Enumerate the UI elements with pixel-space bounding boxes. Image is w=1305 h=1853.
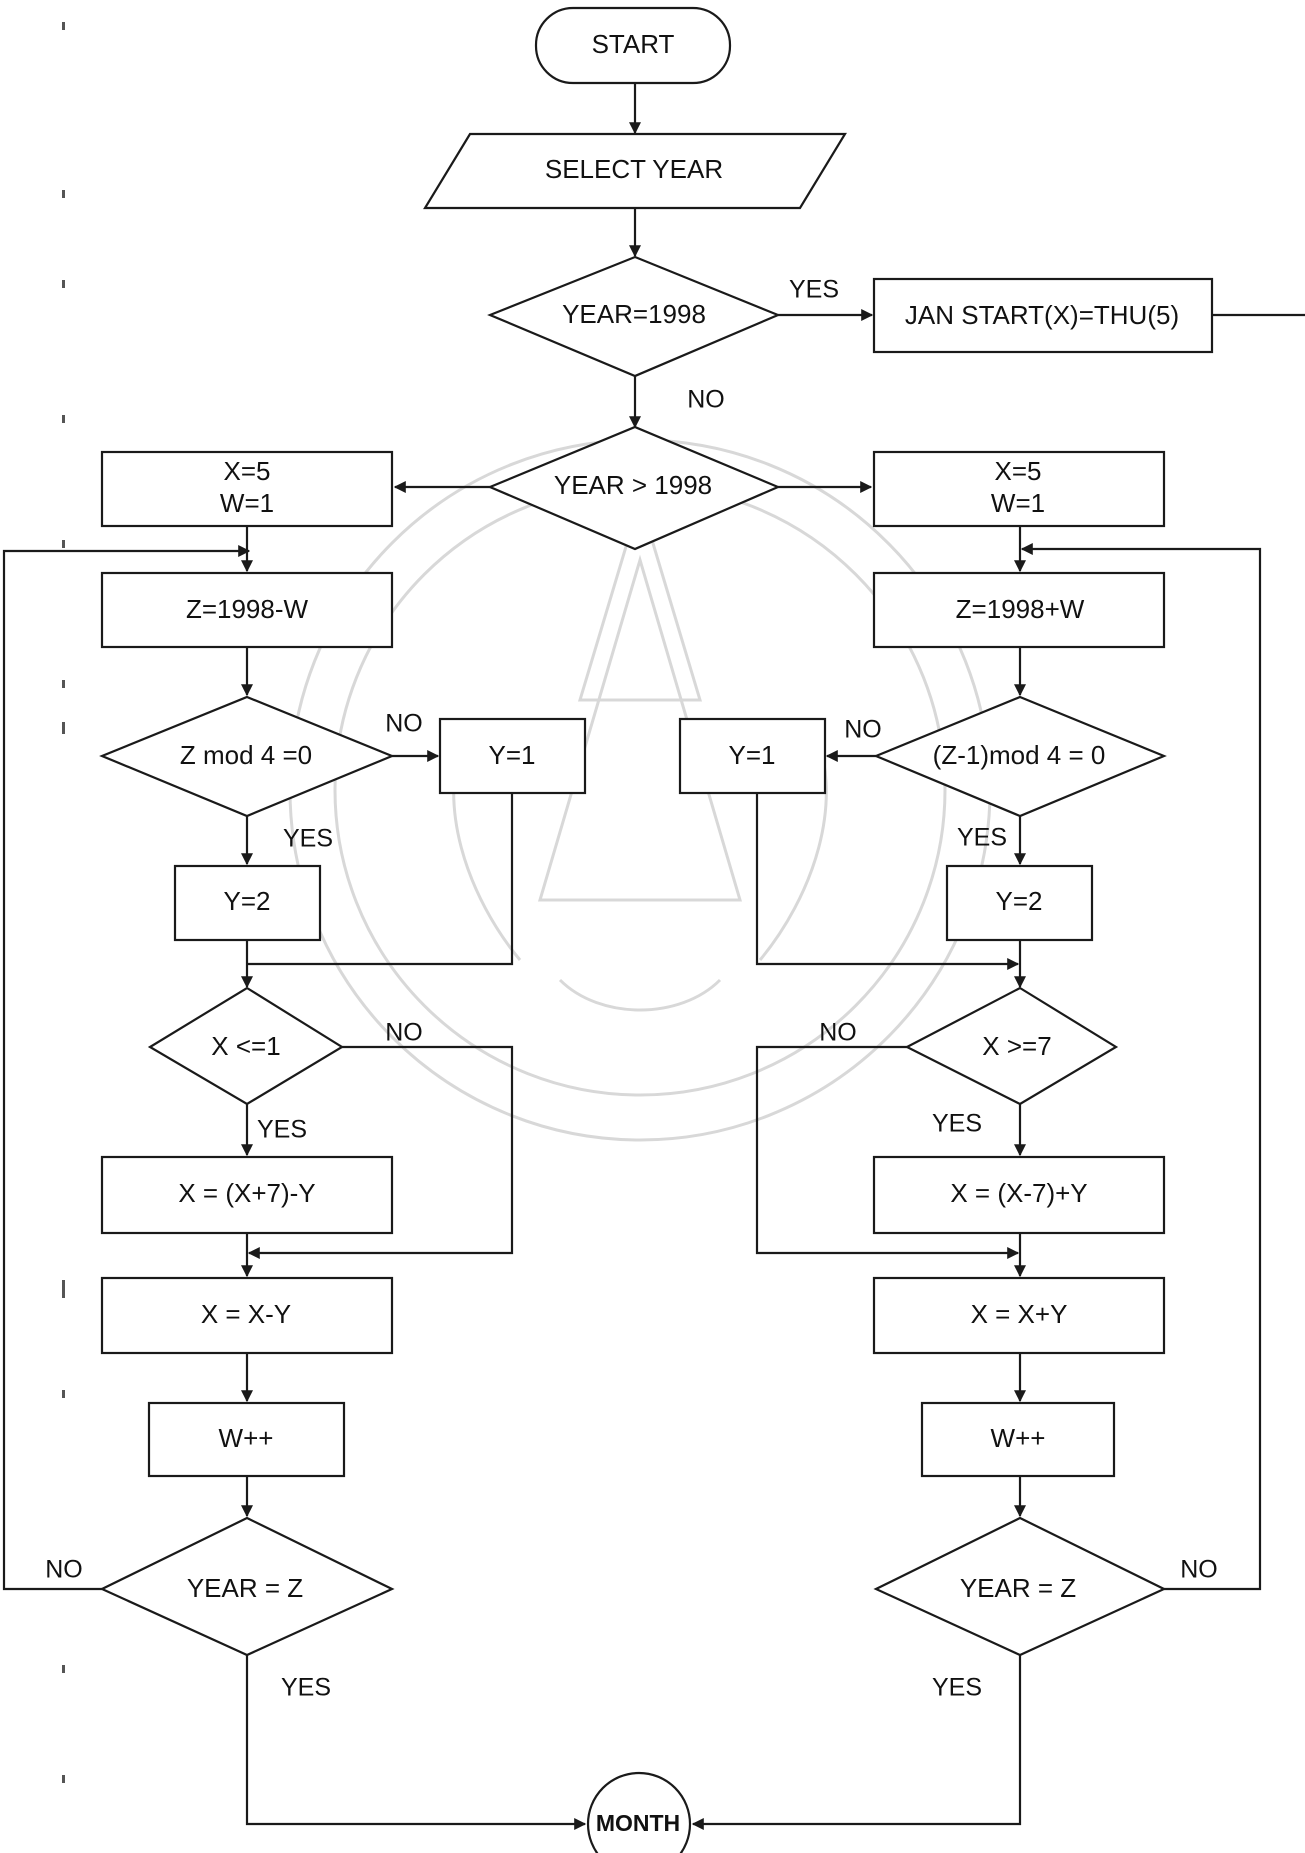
left-init-w-label: W=1 xyxy=(220,488,274,518)
left-xcalc-box xyxy=(100,1155,394,1235)
right-xcalc-label: X = (X-7)+Y xyxy=(950,1178,1087,1208)
edge-no-left-x: NO xyxy=(385,1019,423,1047)
right-mod-decision xyxy=(873,695,1167,818)
edge-no-left-yearz: NO xyxy=(45,1556,83,1584)
edge-yes-1998: YES xyxy=(789,276,839,304)
left-mod-decision xyxy=(99,695,395,818)
decision-year-1998 xyxy=(487,255,781,378)
left-mod-label: Z mod 4 =0 xyxy=(180,740,312,770)
left-y2-box xyxy=(173,864,322,942)
node-labels: START SELECT YEAR YEAR=1998 JAN START(X)… xyxy=(178,29,1179,1836)
shapes xyxy=(99,6,1214,1853)
select-year-input xyxy=(423,132,847,210)
left-xcheck-label: X <=1 xyxy=(211,1031,280,1061)
edge-labels: YES NO NO YES NO YES NO YES NO YES NO YE… xyxy=(45,276,1218,1702)
left-z-box xyxy=(100,571,394,649)
right-xadd-label: X = X+Y xyxy=(971,1299,1068,1329)
jan-start-box xyxy=(872,277,1214,354)
right-x-decision xyxy=(904,986,1119,1106)
right-winc-label: W++ xyxy=(991,1423,1046,1453)
edge-yes-left-yearz: YES xyxy=(281,1674,331,1702)
right-init-x-label: X=5 xyxy=(995,456,1042,486)
left-xcalc-label: X = (X+7)-Y xyxy=(178,1178,315,1208)
left-y1-box xyxy=(438,717,587,795)
edge-no-right-mod: NO xyxy=(844,716,882,744)
edge-no-right-x: NO xyxy=(819,1019,857,1047)
right-y1-label: Y=1 xyxy=(729,740,776,770)
right-z-label: Z=1998+W xyxy=(956,594,1085,624)
right-y1-box xyxy=(678,717,827,795)
year-greater-label: YEAR > 1998 xyxy=(554,470,712,500)
left-init-x-label: X=5 xyxy=(224,456,271,486)
right-xcalc-box xyxy=(872,1155,1166,1235)
edge-no-left-mod: NO xyxy=(385,710,423,738)
start-terminal xyxy=(534,6,732,85)
edge-yes-left-x: YES xyxy=(257,1116,307,1144)
left-winc-box xyxy=(147,1401,346,1478)
right-z-box xyxy=(872,571,1166,649)
scan-marks xyxy=(62,22,65,1783)
left-init-box xyxy=(100,450,394,528)
left-xsub-label: X = X-Y xyxy=(201,1299,291,1329)
edge-no-1998: NO xyxy=(687,386,725,414)
right-xcheck-label: X >=7 xyxy=(982,1031,1051,1061)
jan-start-label: JAN START(X)=THU(5) xyxy=(905,300,1179,330)
right-init-box xyxy=(872,450,1166,528)
month-connector xyxy=(586,1771,692,1853)
right-winc-box xyxy=(920,1401,1116,1478)
right-yearz-label: YEAR = Z xyxy=(960,1573,1076,1603)
connectors xyxy=(2,83,1305,1853)
right-init-w-label: W=1 xyxy=(991,488,1045,518)
right-y2-box xyxy=(945,864,1094,942)
left-y1-label: Y=1 xyxy=(489,740,536,770)
right-mod-label: (Z-1)mod 4 = 0 xyxy=(933,740,1106,770)
year-1998-label: YEAR=1998 xyxy=(562,299,706,329)
left-yearz-label: YEAR = Z xyxy=(187,1573,303,1603)
left-z-label: Z=1998-W xyxy=(186,594,309,624)
edge-yes-right-yearz: YES xyxy=(932,1674,982,1702)
left-x-decision xyxy=(147,986,345,1106)
left-y2-label: Y=2 xyxy=(224,886,271,916)
right-xadd-box xyxy=(872,1276,1166,1355)
left-xsub-box xyxy=(100,1276,394,1355)
left-yearz-decision xyxy=(99,1516,395,1657)
start-label: START xyxy=(592,29,675,59)
edge-yes-left-mod: YES xyxy=(283,825,333,853)
edge-yes-right-mod: YES xyxy=(957,824,1007,852)
month-label: MONTH xyxy=(596,1810,680,1836)
edge-yes-right-x: YES xyxy=(932,1110,982,1138)
right-yearz-decision xyxy=(873,1516,1167,1657)
edge-no-right-yearz: NO xyxy=(1180,1556,1218,1584)
decision-year-greater xyxy=(487,425,781,551)
left-winc-label: W++ xyxy=(219,1423,274,1453)
right-y2-label: Y=2 xyxy=(996,886,1043,916)
select-year-label: SELECT YEAR xyxy=(545,154,723,184)
